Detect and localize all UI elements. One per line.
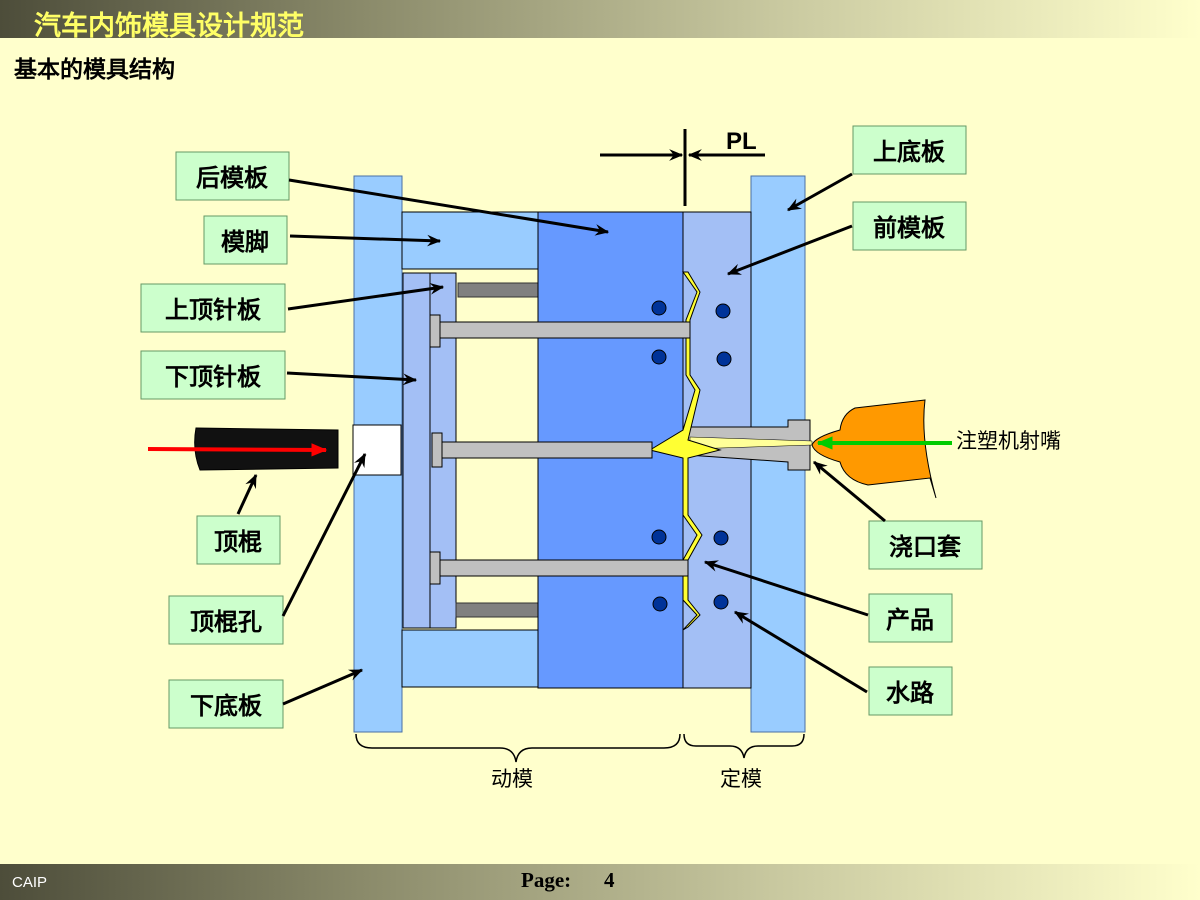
ejector-rod-direction-arrow — [147, 443, 328, 457]
label-product: 产品 — [868, 593, 953, 643]
svg-text:水路: 水路 — [886, 678, 935, 707]
svg-text:模脚: 模脚 — [221, 227, 269, 256]
ejector-pin-1 — [429, 314, 691, 348]
label-mold-foot: 模脚 — [203, 215, 288, 265]
moving-half-label: 动模 — [491, 767, 533, 791]
header-bar — [0, 0, 1200, 38]
leader-arrows — [236, 172, 886, 706]
fixed-half-brace — [683, 733, 805, 759]
water-line-holes — [651, 300, 732, 612]
label-upper-ejector-plate: 上顶针板 — [140, 283, 286, 333]
footer-page-number: 4 — [604, 868, 615, 892]
label-ejector-rod: 顶棍 — [196, 515, 281, 565]
fixed-half-label: 定模 — [720, 767, 762, 791]
return-pin-top — [457, 282, 539, 298]
svg-text:后模板: 后模板 — [196, 163, 269, 192]
svg-text:上顶针板: 上顶针板 — [165, 295, 262, 324]
header-title: 汽车内饰模具设计规范 — [34, 11, 304, 42]
lower-ejector-plate — [402, 272, 431, 629]
mold-foot-bottom — [401, 629, 539, 688]
label-sprue-bushing: 浇口套 — [868, 520, 983, 570]
product-part — [648, 271, 722, 631]
svg-text:顶棍: 顶棍 — [214, 527, 262, 556]
footer-page-label: Page: — [521, 868, 572, 892]
svg-text:顶棍孔: 顶棍孔 — [190, 607, 262, 636]
ejector-pin-3 — [429, 551, 689, 585]
label-top-clamp-plate: 上底板 — [852, 125, 967, 175]
ejector-pin-2 — [431, 432, 653, 468]
label-front-plate: 前模板 — [852, 201, 967, 251]
ejector-rod-hole — [352, 424, 402, 476]
svg-text:下底板: 下底板 — [190, 691, 263, 720]
label-rear-plate: 后模板 — [175, 151, 290, 201]
footer-bar — [0, 864, 1200, 900]
injection-nozzle — [811, 399, 937, 499]
svg-text:上底板: 上底板 — [873, 137, 946, 166]
footer-org: CAIP — [12, 874, 48, 891]
label-water-line: 水路 — [868, 666, 953, 716]
label-bottom-clamp-plate: 下底板 — [168, 679, 284, 729]
svg-text:下顶针板: 下顶针板 — [165, 362, 262, 391]
label-lower-ejector-plate: 下顶针板 — [140, 350, 286, 400]
label-ejector-rod-hole: 顶棍孔 — [168, 595, 284, 645]
svg-text:前模板: 前模板 — [873, 213, 946, 242]
svg-text:浇口套: 浇口套 — [889, 532, 962, 561]
moving-half-brace — [355, 733, 681, 763]
page-subtitle: 基本的模具结构 — [14, 56, 175, 83]
parting-line-label: PL — [726, 128, 757, 155]
label-nozzle: 注塑机射嘴 — [956, 429, 1061, 453]
return-pin-bottom — [455, 602, 539, 618]
svg-text:产品: 产品 — [886, 605, 934, 634]
